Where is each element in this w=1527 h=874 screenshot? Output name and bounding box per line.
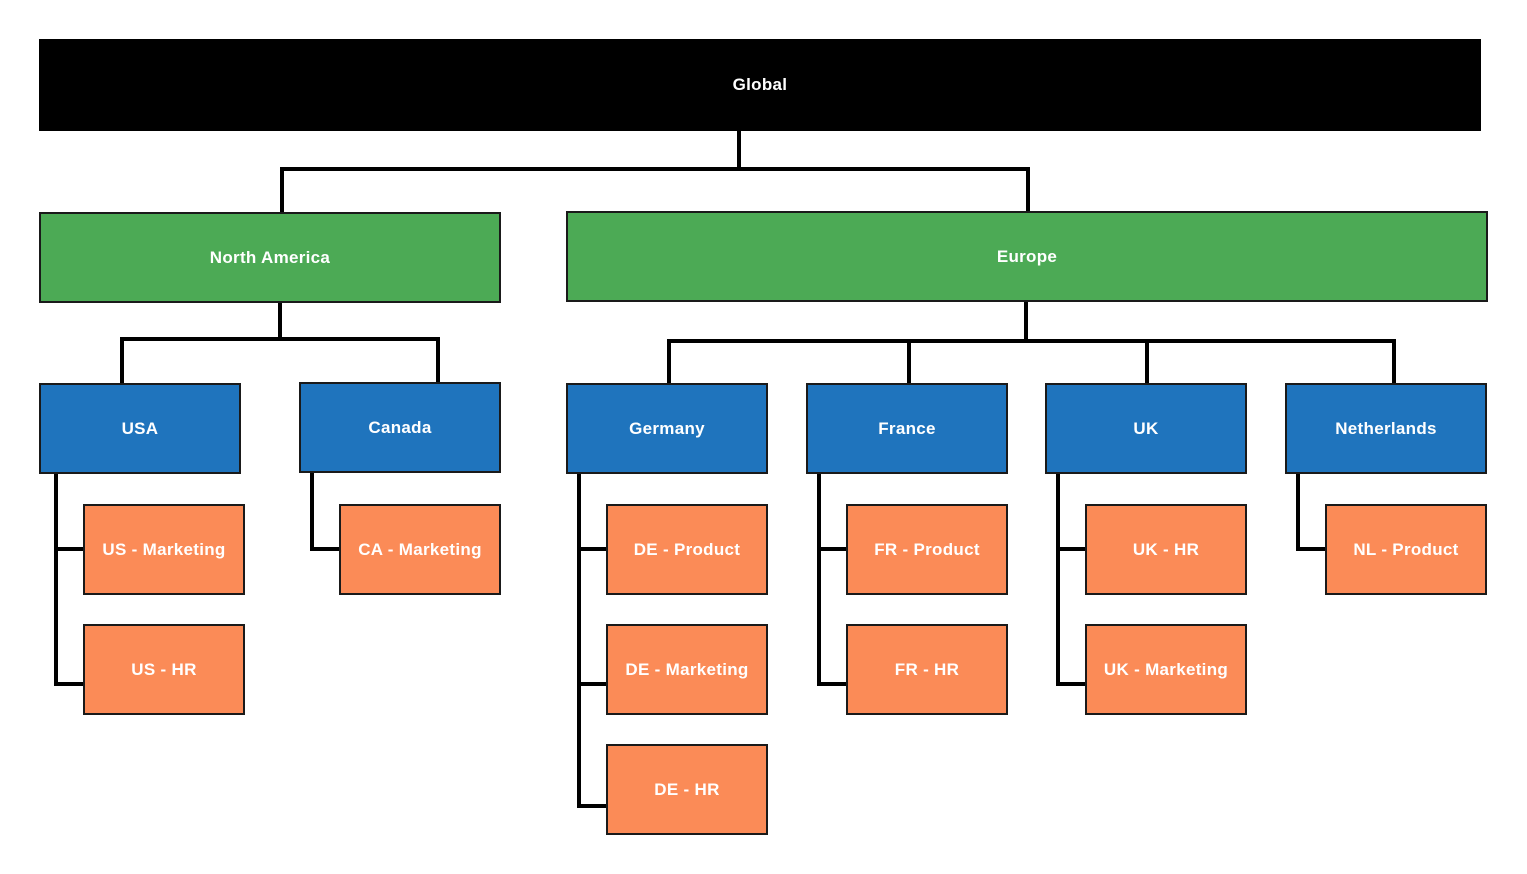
connector-line: [1392, 339, 1396, 383]
connector-line: [1056, 682, 1085, 686]
connector-line: [310, 547, 339, 551]
connector-line: [1026, 167, 1030, 211]
connector-line: [54, 682, 83, 686]
node-de-marketing: DE - Marketing: [606, 624, 768, 715]
connector-line: [577, 474, 581, 808]
node-de-product: DE - Product: [606, 504, 768, 595]
connector-line: [120, 337, 124, 383]
connector-line: [817, 682, 846, 686]
node-usa: USA: [39, 383, 241, 474]
connector-line: [436, 337, 440, 382]
node-us-marketing: US - Marketing: [83, 504, 245, 595]
node-uk-marketing: UK - Marketing: [1085, 624, 1247, 715]
connector-line: [667, 339, 671, 383]
connector-line: [817, 547, 846, 551]
connector-line: [1056, 474, 1060, 686]
node-uk: UK: [1045, 383, 1247, 474]
connector-line: [577, 804, 606, 808]
connector-line: [1296, 547, 1325, 551]
node-fr-hr: FR - HR: [846, 624, 1008, 715]
node-us-hr: US - HR: [83, 624, 245, 715]
connector-line: [577, 682, 606, 686]
node-canada: Canada: [299, 382, 501, 473]
connector-line: [667, 339, 1396, 343]
connector-line: [817, 474, 821, 686]
node-global: Global: [39, 39, 1481, 131]
connector-line: [1024, 302, 1028, 342]
connector-line: [280, 167, 284, 212]
node-uk-hr: UK - HR: [1085, 504, 1247, 595]
connector-line: [54, 547, 83, 551]
node-north-america: North America: [39, 212, 501, 303]
connector-line: [907, 339, 911, 383]
connector-line: [1056, 547, 1085, 551]
connector-line: [120, 337, 440, 341]
connector-line: [278, 303, 282, 340]
node-de-hr: DE - HR: [606, 744, 768, 835]
node-germany: Germany: [566, 383, 768, 474]
node-fr-product: FR - Product: [846, 504, 1008, 595]
node-ca-marketing: CA - Marketing: [339, 504, 501, 595]
node-france: France: [806, 383, 1008, 474]
node-nl-product: NL - Product: [1325, 504, 1487, 595]
connector-line: [1145, 339, 1149, 383]
connector-line: [737, 131, 741, 170]
node-europe: Europe: [566, 211, 1488, 302]
connector-line: [577, 547, 606, 551]
connector-line: [1296, 474, 1300, 551]
connector-line: [310, 473, 314, 551]
node-netherlands: Netherlands: [1285, 383, 1487, 474]
connector-line: [54, 474, 58, 686]
connector-line: [280, 167, 1030, 171]
